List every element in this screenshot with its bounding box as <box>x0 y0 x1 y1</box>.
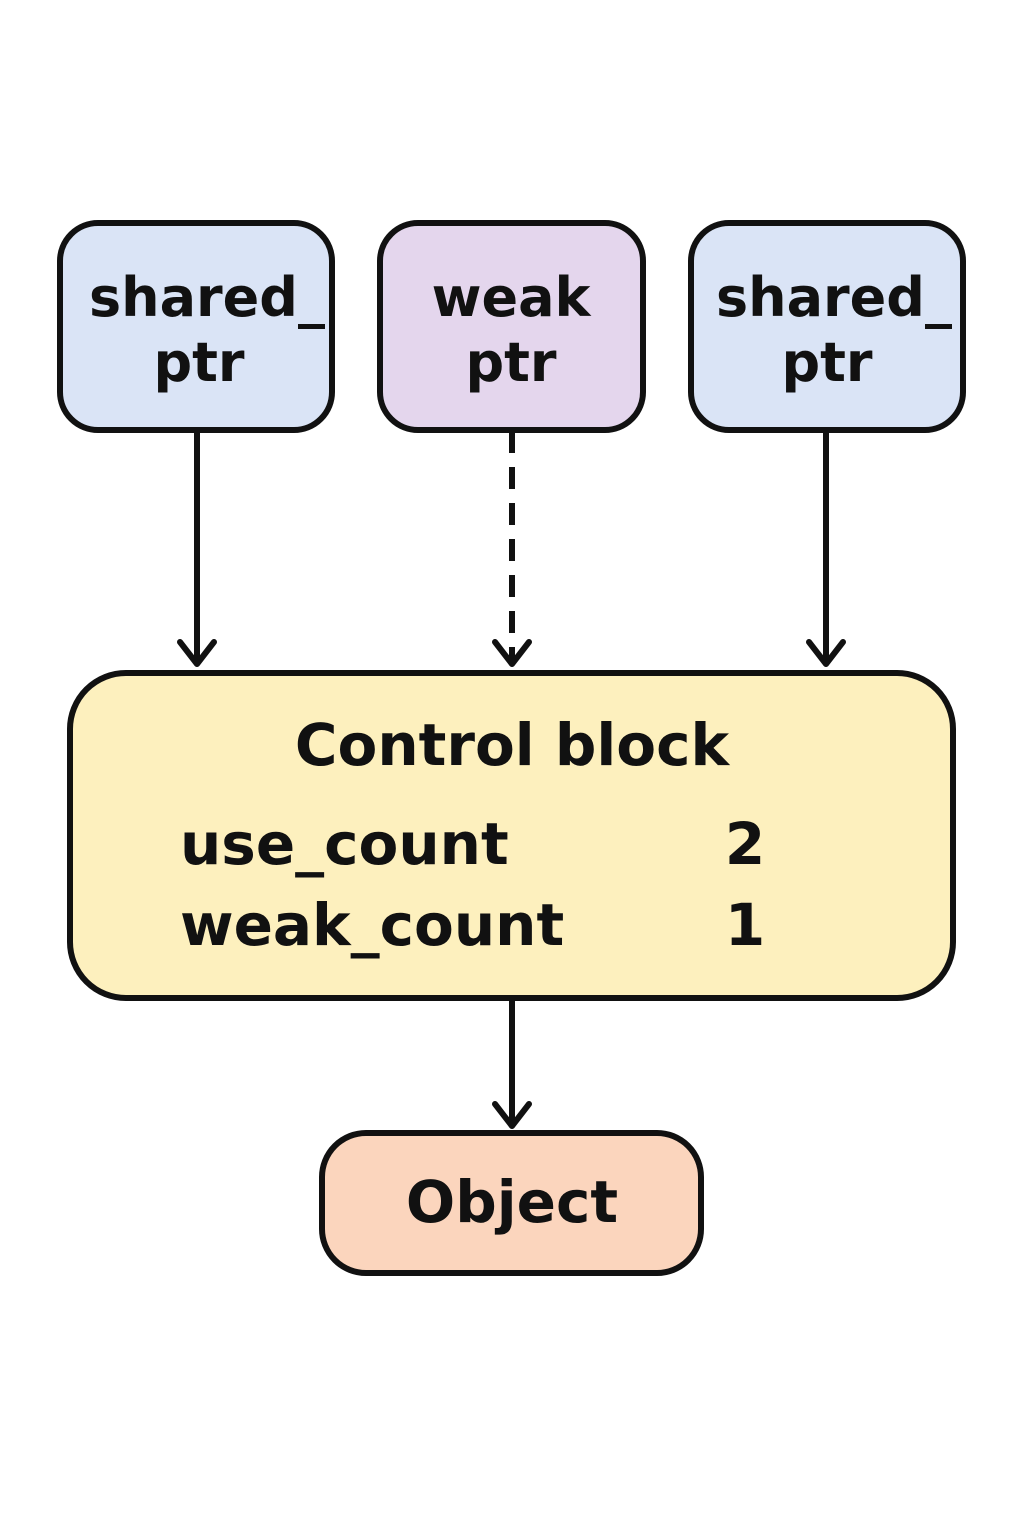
use-count-label: use_count <box>180 810 509 878</box>
weak-ptr-node: weak ptr <box>377 220 646 433</box>
arrowhead-middle <box>492 639 532 667</box>
shared-ptr-node-right: shared_ ptr <box>688 220 966 433</box>
weak-ptr-box <box>377 220 646 433</box>
edges <box>177 431 846 1129</box>
use-count-value: 2 <box>725 810 765 878</box>
shared-ptr-right-line2: ptr <box>781 331 872 394</box>
object-box <box>319 1130 704 1276</box>
control-block-box <box>67 670 956 1001</box>
shared-ptr-right-line1: shared_ <box>716 266 952 329</box>
shared-ptr-box-right <box>688 220 966 433</box>
object-node: Object <box>319 1130 704 1276</box>
object-label: Object <box>406 1168 618 1236</box>
weak-ptr-line1: weak <box>432 266 592 329</box>
arrowhead-object <box>492 1101 532 1129</box>
control-block-title: Control block <box>295 711 731 779</box>
shared-ptr-node-left: shared_ ptr <box>57 220 335 433</box>
arrowhead-left <box>177 639 217 667</box>
control-block-node: Control block use_count 2 weak_count 1 <box>67 670 956 1001</box>
weak-count-label: weak_count <box>180 891 564 959</box>
arrowhead-right <box>806 639 846 667</box>
shared-ptr-left-line2: ptr <box>153 331 244 394</box>
shared-ptr-left-line1: shared_ <box>89 266 325 329</box>
shared-ptr-box-left <box>57 220 335 433</box>
weak-count-value: 1 <box>725 891 765 959</box>
weak-ptr-line2: ptr <box>465 331 556 394</box>
